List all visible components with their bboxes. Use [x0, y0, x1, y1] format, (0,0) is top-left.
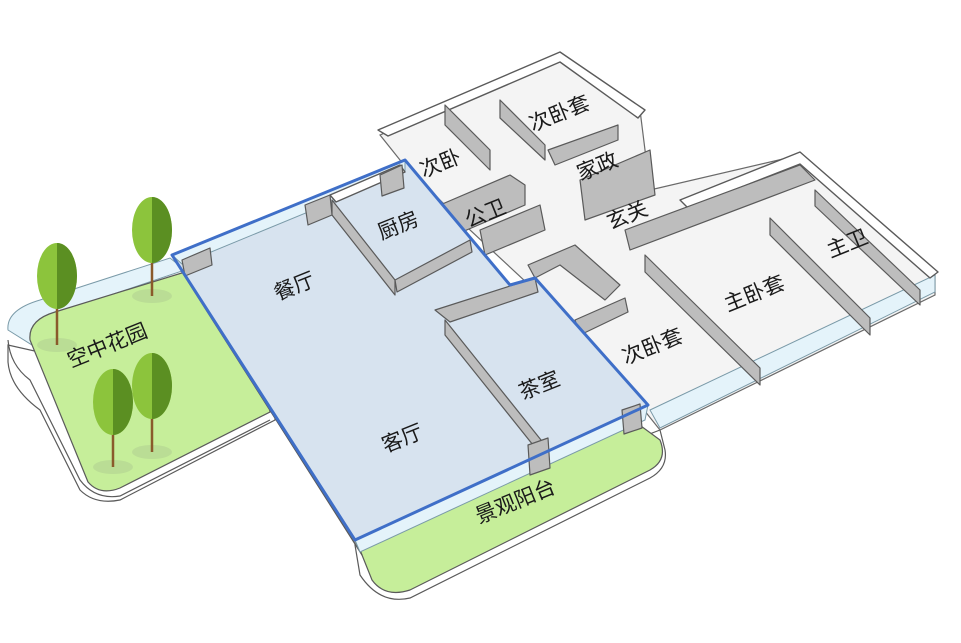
partition-foyer — [579, 149, 656, 221]
partition-bed2 — [444, 104, 491, 171]
pillar-dining — [304, 194, 333, 226]
public-zone — [170, 158, 650, 556]
garden-lawn-edge — [7, 339, 271, 498]
tree-2 — [132, 197, 172, 303]
wing-wall-top-upper — [377, 51, 646, 137]
public-zone-outline — [170, 158, 650, 542]
partition-master-mid — [769, 217, 871, 336]
bedroom-wing — [377, 51, 939, 431]
tree-3 — [132, 353, 172, 459]
tea-wall-top — [434, 277, 539, 323]
pillar-dining-2 — [379, 164, 405, 197]
balcony-lawn — [359, 417, 663, 593]
partition-housekeeping — [547, 124, 619, 166]
partition-suite-top — [499, 99, 546, 161]
tree-4 — [93, 369, 133, 474]
pillar-left — [181, 247, 213, 277]
partition-bath-2 — [479, 204, 546, 256]
kitchen-wall-bottom — [394, 239, 473, 293]
partition-master-left — [644, 254, 761, 386]
partition-corridor — [624, 164, 816, 251]
landscape-balcony — [354, 417, 667, 600]
tree-1 — [37, 243, 77, 352]
partition-master-bath — [814, 189, 921, 306]
